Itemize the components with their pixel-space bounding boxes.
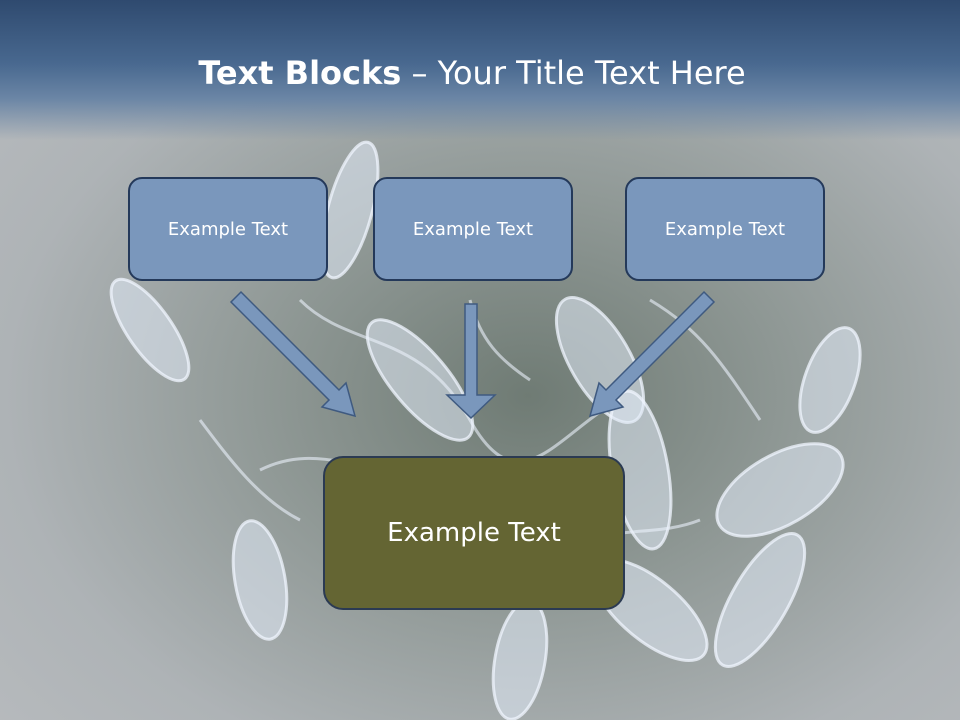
slide-title: Text Blocks – Your Title Text Here <box>0 54 944 92</box>
title-banner <box>0 0 960 140</box>
text-block-left[interactable]: Example Text <box>128 177 328 281</box>
title-rest-text: – Your Title Text Here <box>401 54 746 92</box>
text-block-main-label: Example Text <box>387 518 561 548</box>
text-block-label: Example Text <box>412 218 534 240</box>
arrow-right <box>588 290 716 418</box>
text-block-main[interactable]: Example Text <box>323 456 625 610</box>
text-block-label: Example Text <box>167 218 289 240</box>
arrow-center <box>445 303 497 420</box>
text-block-center[interactable]: Example Text <box>373 177 573 281</box>
text-block-right[interactable]: Example Text <box>625 177 825 281</box>
title-bold-text: Text Blocks <box>198 54 402 92</box>
text-block-label: Example Text <box>664 218 786 240</box>
arrow-left <box>229 290 357 418</box>
